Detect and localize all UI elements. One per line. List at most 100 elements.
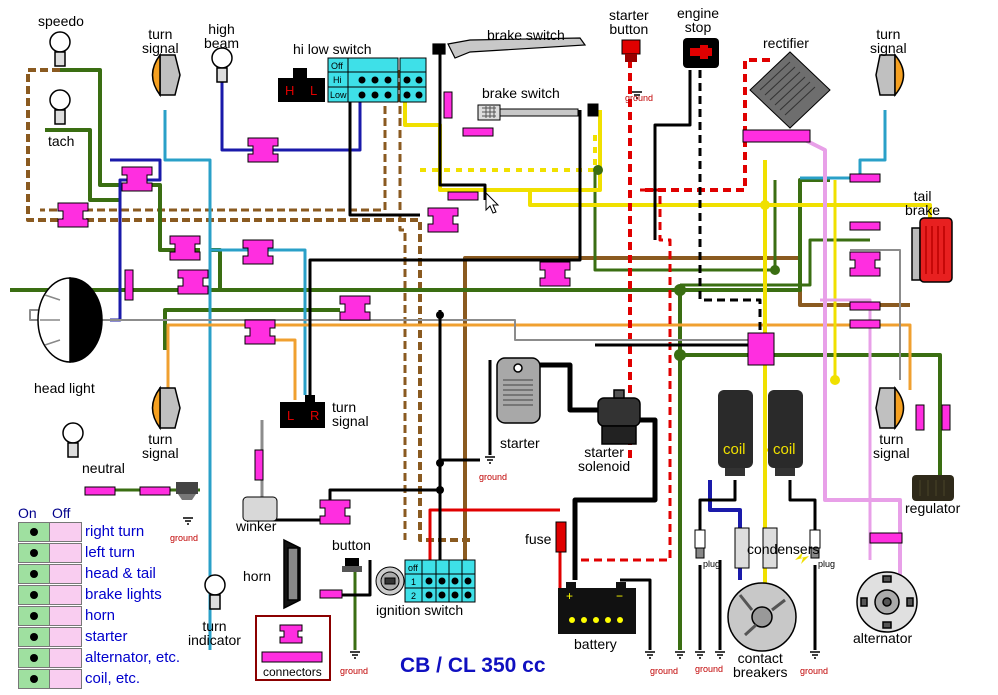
wire-black-7 <box>540 362 600 413</box>
switch-l-label: L <box>310 83 318 98</box>
legend-off-cell <box>50 626 82 647</box>
spark-plug-right-icon <box>809 529 821 559</box>
legend-off-cell <box>50 542 82 563</box>
legend-item-label: head & tail <box>85 565 156 582</box>
ground-label: ground <box>340 666 369 676</box>
legend-item-label: right turn <box>85 523 145 540</box>
connector-icon <box>427 207 459 233</box>
turn-signal-front-left-label: turn signal <box>142 26 179 56</box>
connector-icon <box>447 191 479 201</box>
legend-on-cell <box>18 542 50 563</box>
ignition-off-label: off <box>408 563 418 573</box>
legend-row: brake lights <box>18 584 180 605</box>
brake-switch-mid-label: brake switch <box>482 85 560 101</box>
winker-switch-icon <box>280 395 325 428</box>
connector-icon <box>539 261 571 287</box>
neutral-label: neutral <box>82 460 125 476</box>
turn-signal-front-right-icon <box>875 52 905 98</box>
wire-green-10 <box>593 170 777 272</box>
connector-icon <box>57 202 89 228</box>
alternator-icon <box>856 571 918 633</box>
legend-on-cell <box>18 584 50 605</box>
contact-breakers-icon <box>727 582 797 652</box>
connector-icon <box>747 332 775 366</box>
button-label: button <box>332 537 371 553</box>
legend-row: alternator, etc. <box>18 647 180 668</box>
wire-black-1 <box>348 80 420 217</box>
legend-on-cell <box>18 605 50 626</box>
winker-l-label: L <box>287 408 295 423</box>
connector-icon <box>462 127 494 137</box>
brake-switch-top-label: brake switch <box>487 27 565 43</box>
connectors-label: connectors <box>263 665 322 679</box>
battery-icon: + − <box>558 582 636 634</box>
connector-icon <box>244 319 276 345</box>
legend-item-label: starter <box>85 628 128 645</box>
wire-black-9 <box>653 70 692 240</box>
fuse-icon <box>555 521 567 553</box>
legend-off-cell <box>50 668 82 689</box>
hi-low-selector-icon <box>278 68 325 102</box>
legend-off-cell <box>50 584 82 605</box>
turn-signal-front-right-label: turn signal <box>870 26 907 56</box>
plug-left-label: plug <box>703 559 721 569</box>
wire-black-2 <box>438 50 487 200</box>
hi-low-switch-box-icon <box>327 57 427 103</box>
horn-label: horn <box>243 568 272 584</box>
ground-label: ground <box>800 666 829 676</box>
head-light-label: head light <box>34 380 95 396</box>
starter-solenoid-icon <box>597 389 641 445</box>
tail-brake-light-icon <box>911 217 953 283</box>
wire-green-2 <box>45 128 120 202</box>
coil-right-label: coil <box>773 441 796 458</box>
wire-ltblue-1 <box>163 110 212 650</box>
mouse-cursor-icon <box>485 191 500 214</box>
connector-icon <box>915 404 925 431</box>
starter-label: starter <box>500 435 540 451</box>
connector-icon <box>177 269 209 295</box>
wire-orange-2 <box>250 338 297 400</box>
wire-black-13 <box>698 480 737 530</box>
legend-row: starter <box>18 626 180 647</box>
connector-icon <box>443 91 453 119</box>
regulator-label: regulator <box>905 500 961 516</box>
legend-on-cell <box>18 563 50 584</box>
wire-red-dashed-2 <box>580 188 672 562</box>
legend-off-cell <box>50 563 82 584</box>
engine-stop-icon <box>683 38 719 68</box>
horn-button-icon <box>342 558 362 572</box>
condensers-label: condensers <box>747 541 820 557</box>
connector-icon <box>319 589 343 599</box>
turn-signal-front-left-icon <box>151 52 181 98</box>
ignition-1-label: 1 <box>411 577 417 587</box>
legend-item-label: horn <box>85 607 116 624</box>
on-dot-icon <box>30 590 38 599</box>
fuse-label: fuse <box>525 531 552 547</box>
ground-label: ground <box>479 472 508 482</box>
speedo-bulb-icon <box>49 31 71 67</box>
legend-on-cell <box>18 647 50 668</box>
wire-yellow-3 <box>440 188 932 240</box>
wire-gray-3 <box>850 249 901 380</box>
ground-label: ground <box>650 666 679 676</box>
wire-red-1 <box>428 508 560 570</box>
connector-icon <box>339 295 371 321</box>
hi-low-hi-label: Hi <box>333 75 342 85</box>
wire-black-8 <box>572 417 658 580</box>
diagram-title: CB / CL 350 cc <box>400 654 546 677</box>
connector-icon <box>84 486 116 496</box>
switch-h-label: H <box>285 83 295 98</box>
legend-off-cell <box>50 605 82 626</box>
connector-icon <box>849 173 881 183</box>
wire-black-14 <box>788 480 817 530</box>
winker-r-label: R <box>310 408 320 423</box>
hi-low-low-label: Low <box>330 90 347 100</box>
legend-off-cell <box>50 647 82 668</box>
connector-icon <box>941 404 951 431</box>
on-dot-icon <box>30 674 38 683</box>
connector-icon <box>121 166 153 192</box>
wire-brown-dashed-2 <box>40 70 387 212</box>
legend-on-cell <box>18 668 50 689</box>
neutral-bulb-icon <box>62 422 84 458</box>
